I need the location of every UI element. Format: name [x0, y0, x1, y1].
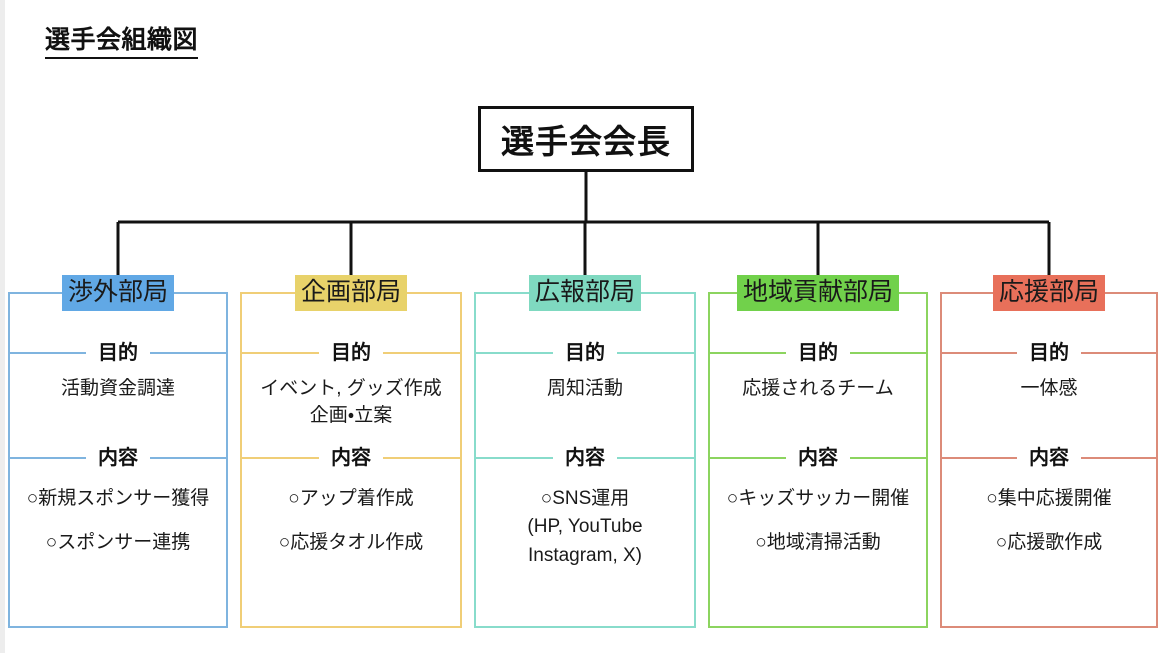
department-header: 応援部局	[942, 275, 1156, 311]
purpose-section-label-text: 目的	[1029, 342, 1069, 364]
content-line: ○SNS運用	[540, 488, 630, 509]
divider-rule-left	[942, 457, 1017, 459]
president-label: 選手会会長	[501, 123, 671, 160]
divider-rule-left	[476, 457, 553, 459]
department-header: 広報部局	[476, 275, 694, 311]
department-name-label: 企画部局	[294, 275, 407, 311]
department-name-label: 地域貢献部局	[736, 275, 899, 311]
content-line: ○スポンサー連携	[45, 531, 191, 553]
purpose-body: 活動資金調達	[10, 376, 226, 403]
divider-rule-right	[850, 457, 926, 459]
divider-rule-right	[1081, 457, 1156, 459]
content-section-label: 内容	[242, 448, 460, 468]
content-section-label: 内容	[710, 448, 926, 468]
content-line: ○キッズサッカー開催	[726, 488, 910, 509]
purpose-section-label-text: 目的	[98, 342, 138, 364]
content-line: ○応援歌作成	[995, 531, 1103, 553]
content-body: ○アップ着作成 ○応援タオル作成	[242, 486, 460, 557]
content-section-label-text: 内容	[331, 447, 371, 469]
content-item: ○応援タオル作成	[242, 530, 460, 557]
content-section-label: 内容	[476, 448, 694, 468]
content-section-label: 内容	[10, 448, 226, 468]
purpose-line: 活動資金調達	[60, 378, 175, 399]
purpose-line: 企画・立案	[309, 404, 393, 426]
divider-rule-right	[1081, 352, 1156, 354]
content-body: ○キッズサッカー開催 ○地域清掃活動	[710, 486, 926, 557]
department-header: 地域貢献部局	[710, 275, 926, 311]
content-item: ○応援歌作成	[942, 530, 1156, 557]
purpose-section-label: 目的	[942, 343, 1156, 363]
department-box-5[interactable]: 応援部局目的一体感内容 ○集中応援開催 ○応援歌作成	[940, 275, 1158, 628]
department-header: 渉外部局	[10, 275, 226, 311]
content-line: Instagram, X)	[527, 544, 643, 566]
purpose-section-label: 目的	[242, 343, 460, 363]
purpose-line: 一体感	[1020, 378, 1078, 399]
divider-rule-right	[850, 352, 926, 354]
left-gutter-strip	[0, 0, 5, 653]
purpose-body: 周知活動	[476, 376, 694, 403]
content-section-label-text: 内容	[565, 447, 605, 469]
content-item: ○新規スポンサー獲得	[10, 486, 226, 513]
divider-rule-right	[150, 457, 226, 459]
purpose-body: 一体感	[942, 376, 1156, 403]
content-line: ○新規スポンサー獲得	[26, 488, 210, 509]
department-name-label: 広報部局	[528, 275, 641, 311]
department-name-label: 渉外部局	[61, 275, 174, 311]
content-line: ○応援タオル作成	[278, 531, 424, 553]
divider-rule-right	[617, 352, 694, 354]
purpose-body: イベント, グッズ作成企画・立案	[242, 376, 460, 430]
content-line: ○地域清掃活動	[755, 531, 881, 553]
divider-rule-right	[617, 457, 694, 459]
department-box-4[interactable]: 地域貢献部局目的応援されるチーム内容 ○キッズサッカー開催 ○地域清掃活動	[708, 275, 928, 628]
divider-rule-right	[383, 457, 460, 459]
purpose-section-label-text: 目的	[798, 342, 838, 364]
divider-rule-left	[10, 352, 86, 354]
content-body: ○集中応援開催 ○応援歌作成	[942, 486, 1156, 557]
purpose-section-label: 目的	[10, 343, 226, 363]
content-line: ○集中応援開催	[986, 488, 1112, 509]
department-columns: 渉外部局目的活動資金調達内容○新規スポンサー獲得○スポンサー連携企画部局目的イベ…	[0, 275, 1166, 630]
purpose-section-label: 目的	[710, 343, 926, 363]
president-box: 選手会会長	[478, 106, 694, 172]
department-name-label: 応援部局	[992, 275, 1105, 311]
divider-rule-left	[476, 352, 553, 354]
purpose-section-label: 目的	[476, 343, 694, 363]
divider-rule-right	[150, 352, 226, 354]
content-item: ○地域清掃活動	[710, 530, 926, 557]
content-line: ○アップ着作成	[288, 488, 414, 509]
content-section-label-text: 内容	[98, 447, 138, 469]
divider-rule-right	[383, 352, 460, 354]
divider-rule-left	[242, 352, 319, 354]
page-title: 選手会組織図	[45, 26, 199, 59]
purpose-section-label-text: 目的	[565, 342, 605, 364]
purpose-line: 応援されるチーム	[742, 378, 894, 399]
purpose-line: イベント, グッズ作成	[260, 378, 442, 399]
department-header: 企画部局	[242, 275, 460, 311]
content-item: ○アップ着作成	[242, 486, 460, 513]
content-body: ○新規スポンサー獲得 ○スポンサー連携	[10, 486, 226, 557]
divider-rule-left	[10, 457, 86, 459]
divider-rule-left	[710, 457, 786, 459]
content-item: ○キッズサッカー開催	[710, 486, 926, 513]
divider-rule-left	[942, 352, 1017, 354]
content-item: ○集中応援開催	[942, 486, 1156, 513]
content-section-label-text: 内容	[798, 447, 838, 469]
content-item: ○スポンサー連携	[10, 530, 226, 557]
department-box-2[interactable]: 企画部局目的イベント, グッズ作成企画・立案内容 ○アップ着作成 ○応援タオル作成	[240, 275, 462, 628]
department-box-1[interactable]: 渉外部局目的活動資金調達内容 ○新規スポンサー獲得 ○スポンサー連携	[8, 275, 228, 628]
content-section-label: 内容	[942, 448, 1156, 468]
divider-rule-left	[710, 352, 786, 354]
purpose-line: 周知活動	[546, 378, 623, 399]
content-section-label-text: 内容	[1029, 447, 1069, 469]
purpose-section-label-text: 目的	[331, 342, 371, 364]
content-line: (HP, YouTube	[527, 515, 643, 537]
purpose-body: 応援されるチーム	[710, 376, 926, 403]
divider-rule-left	[242, 457, 319, 459]
